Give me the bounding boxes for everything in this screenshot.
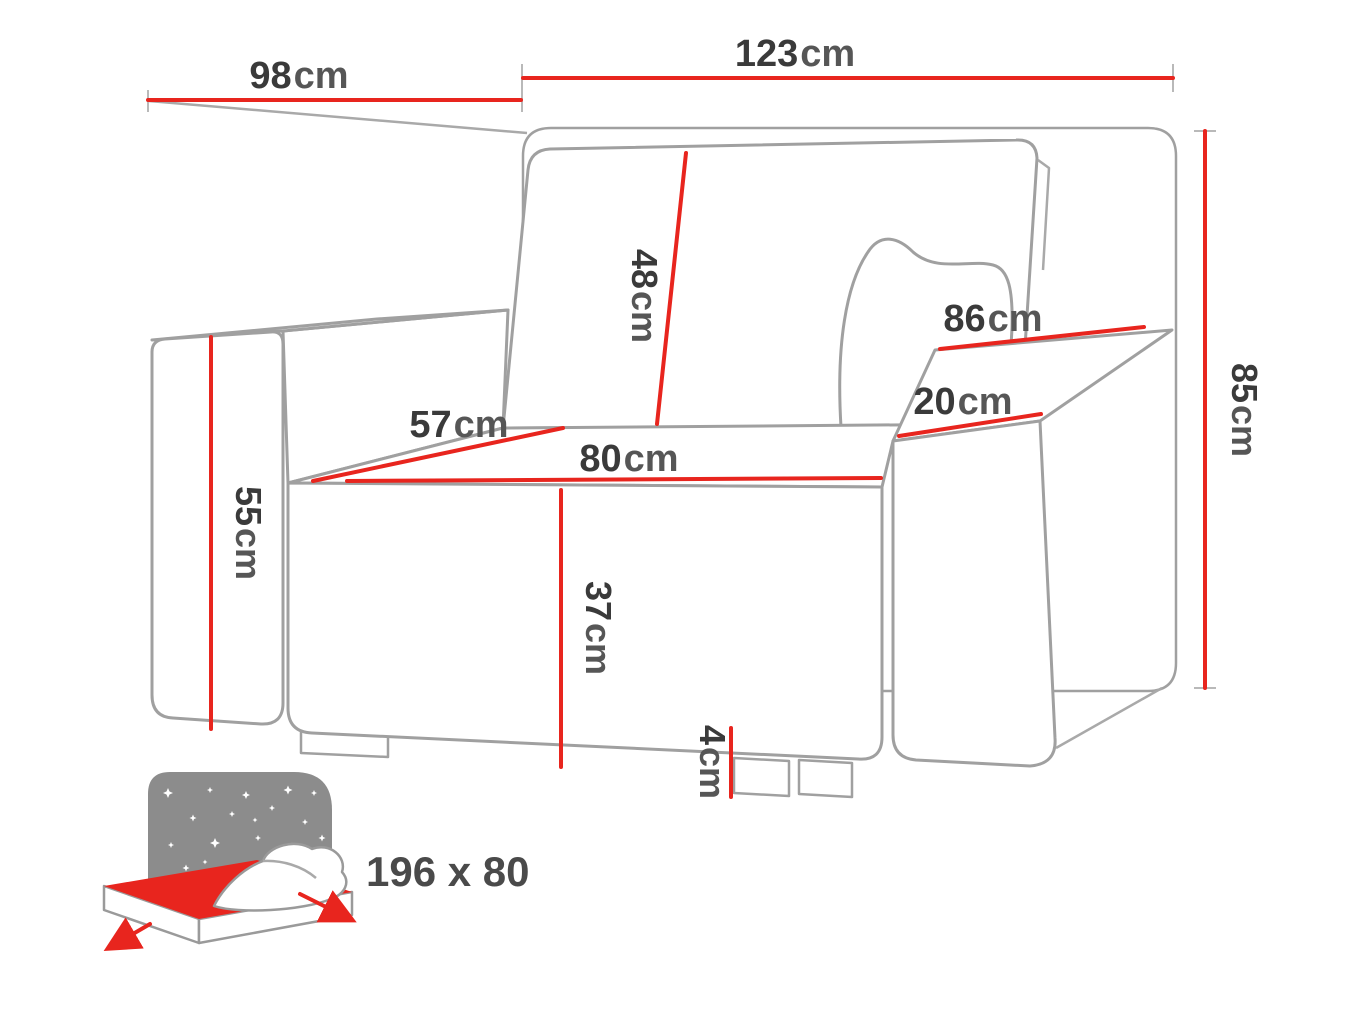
dimension-label-seat-depth: 57cm	[409, 404, 508, 446]
back-top-edge	[148, 99, 528, 135]
leg	[797, 758, 854, 799]
blanket-fold	[262, 859, 317, 879]
dimension-line-armrest-length	[938, 325, 1146, 351]
dimension-label-armrest-width: 20cm	[913, 381, 1012, 423]
dimension-label-width: 123cm	[735, 33, 855, 75]
right-armrest-front	[891, 419, 1057, 768]
dimension-line-seat-width	[345, 476, 883, 483]
dimension-line-armrest-width	[897, 412, 1043, 438]
dimension-labels: 98cm 123cm 85cm 48cm 86cm 20cm 57cm 80cm…	[228, 33, 1265, 799]
dimension-lines	[146, 76, 1207, 799]
mattress	[102, 842, 354, 945]
dimension-line-seat-depth	[311, 426, 565, 483]
dimension-label-depth: 98cm	[249, 55, 348, 97]
right-armrest-bottom-edge	[1055, 686, 1163, 750]
fold-out-arrow-right	[298, 890, 357, 923]
dimension-label-armrest-length: 86cm	[943, 298, 1042, 340]
dimension-label-seat-width: 80cm	[579, 438, 678, 480]
dimension-label-leg-height: 4cm	[692, 725, 733, 799]
left-armrest-front	[150, 330, 285, 726]
dimension-line-backrest	[655, 151, 688, 426]
dimension-label-height: 85cm	[1224, 363, 1265, 457]
armchair-drawing	[148, 99, 1178, 799]
sleeping-function-icon: 196 x 80	[102, 772, 530, 952]
leg	[732, 756, 791, 798]
sleeping-area-label: 196 x 80	[366, 848, 530, 895]
backrest-thickness-edge	[1037, 158, 1051, 271]
dimension-label-armrest-height: 55cm	[228, 486, 269, 580]
dimension-label-seat-height: 37cm	[578, 581, 619, 675]
blanket	[212, 842, 348, 912]
seat-front	[286, 481, 884, 761]
dimension-label-backrest: 48cm	[624, 249, 665, 343]
fold-out-arrow-left	[103, 917, 152, 952]
